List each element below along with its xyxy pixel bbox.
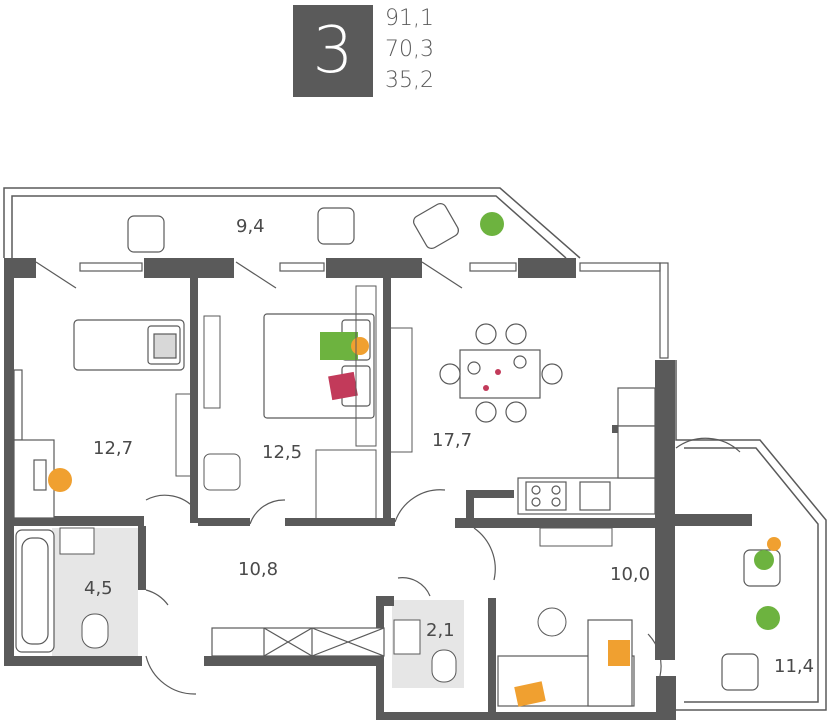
- bath-sink: [59, 527, 95, 555]
- armchair-middle: [203, 453, 241, 491]
- fruit: [495, 369, 501, 375]
- tv-unit: [539, 527, 613, 547]
- area-wc: 2,1: [426, 620, 455, 641]
- area-bedroom-left: 12,7: [93, 438, 133, 459]
- dining-table: [439, 323, 563, 423]
- person-balcony-head: [767, 537, 781, 551]
- coffee-table: [537, 607, 567, 637]
- person-head: [351, 337, 369, 355]
- closet-middle: [315, 449, 377, 521]
- bed-middle: [263, 313, 375, 419]
- kitchen-area: 35,2: [385, 68, 434, 93]
- pillow-pink: [328, 371, 358, 401]
- plant-icon: [756, 606, 780, 630]
- bed-left: [73, 319, 185, 371]
- area-bedroom-middle: 12,5: [262, 442, 302, 463]
- bath-toilet: [81, 613, 109, 649]
- area-living-kitchen: 17,7: [432, 430, 472, 451]
- wardrobe-kitchen: [389, 327, 413, 453]
- desk-left: [13, 439, 55, 519]
- wc-toilet: [431, 649, 457, 683]
- hallway-wardrobe: [211, 627, 385, 657]
- cushion: [514, 681, 546, 707]
- wardrobe-left: [175, 393, 195, 477]
- doors: [35, 261, 741, 695]
- balcony-right-outline: [675, 360, 827, 711]
- chair-left: [48, 468, 72, 492]
- area-balcony-top: 9,4: [236, 216, 265, 237]
- room-count: 3: [312, 14, 354, 88]
- bathtub: [15, 529, 55, 653]
- wc-sink: [393, 619, 421, 655]
- kitchen-counter: [517, 387, 656, 515]
- living-area: 70,3: [385, 37, 434, 62]
- area-living-room: 10,0: [610, 564, 650, 585]
- room-count-badge: 3: [293, 5, 373, 97]
- person-balcony: [754, 550, 774, 570]
- wardrobe-middle: [355, 285, 377, 447]
- fruit: [483, 385, 489, 391]
- cushion: [608, 640, 630, 666]
- area-stats: 91,1 70,3 35,2: [385, 3, 434, 96]
- area-hallway: 10,8: [238, 559, 278, 580]
- windows: [13, 262, 669, 629]
- total-area: 91,1: [385, 6, 434, 31]
- balcony-top-outline: [3, 187, 581, 259]
- area-balcony-right: 11,4: [774, 656, 814, 677]
- area-bathroom: 4,5: [84, 578, 113, 599]
- plant-icon: [480, 212, 504, 236]
- tv-stand: [203, 315, 221, 409]
